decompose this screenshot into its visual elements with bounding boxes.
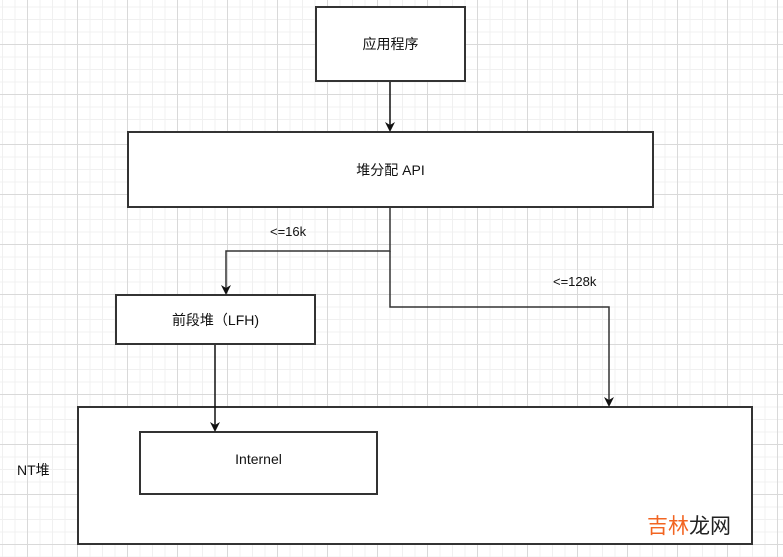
edge-label-16k: <=16k — [270, 224, 307, 239]
node-heap-api-label: 堆分配 API — [356, 161, 425, 178]
watermark-part2: 龙网 — [689, 515, 731, 538]
node-lfh[interactable]: 前段堆（LFH) — [115, 294, 316, 345]
watermark: 吉林龙网 — [647, 510, 731, 540]
node-heap-api[interactable]: 堆分配 API — [127, 131, 654, 208]
node-lfh-label: 前段堆（LFH) — [171, 311, 260, 328]
node-internel-label: Internel — [235, 451, 282, 467]
node-internel[interactable]: Internel — [139, 431, 378, 495]
node-application-label: 应用程序 — [362, 36, 419, 52]
edge-label-128k: <=128k — [553, 274, 597, 289]
watermark-part1: 吉林 — [647, 515, 689, 538]
node-application[interactable]: 应用程序 — [315, 6, 466, 82]
nt-heap-label: NT堆 — [17, 462, 50, 478]
edge-heap-api-to-lfh — [221, 208, 391, 295]
